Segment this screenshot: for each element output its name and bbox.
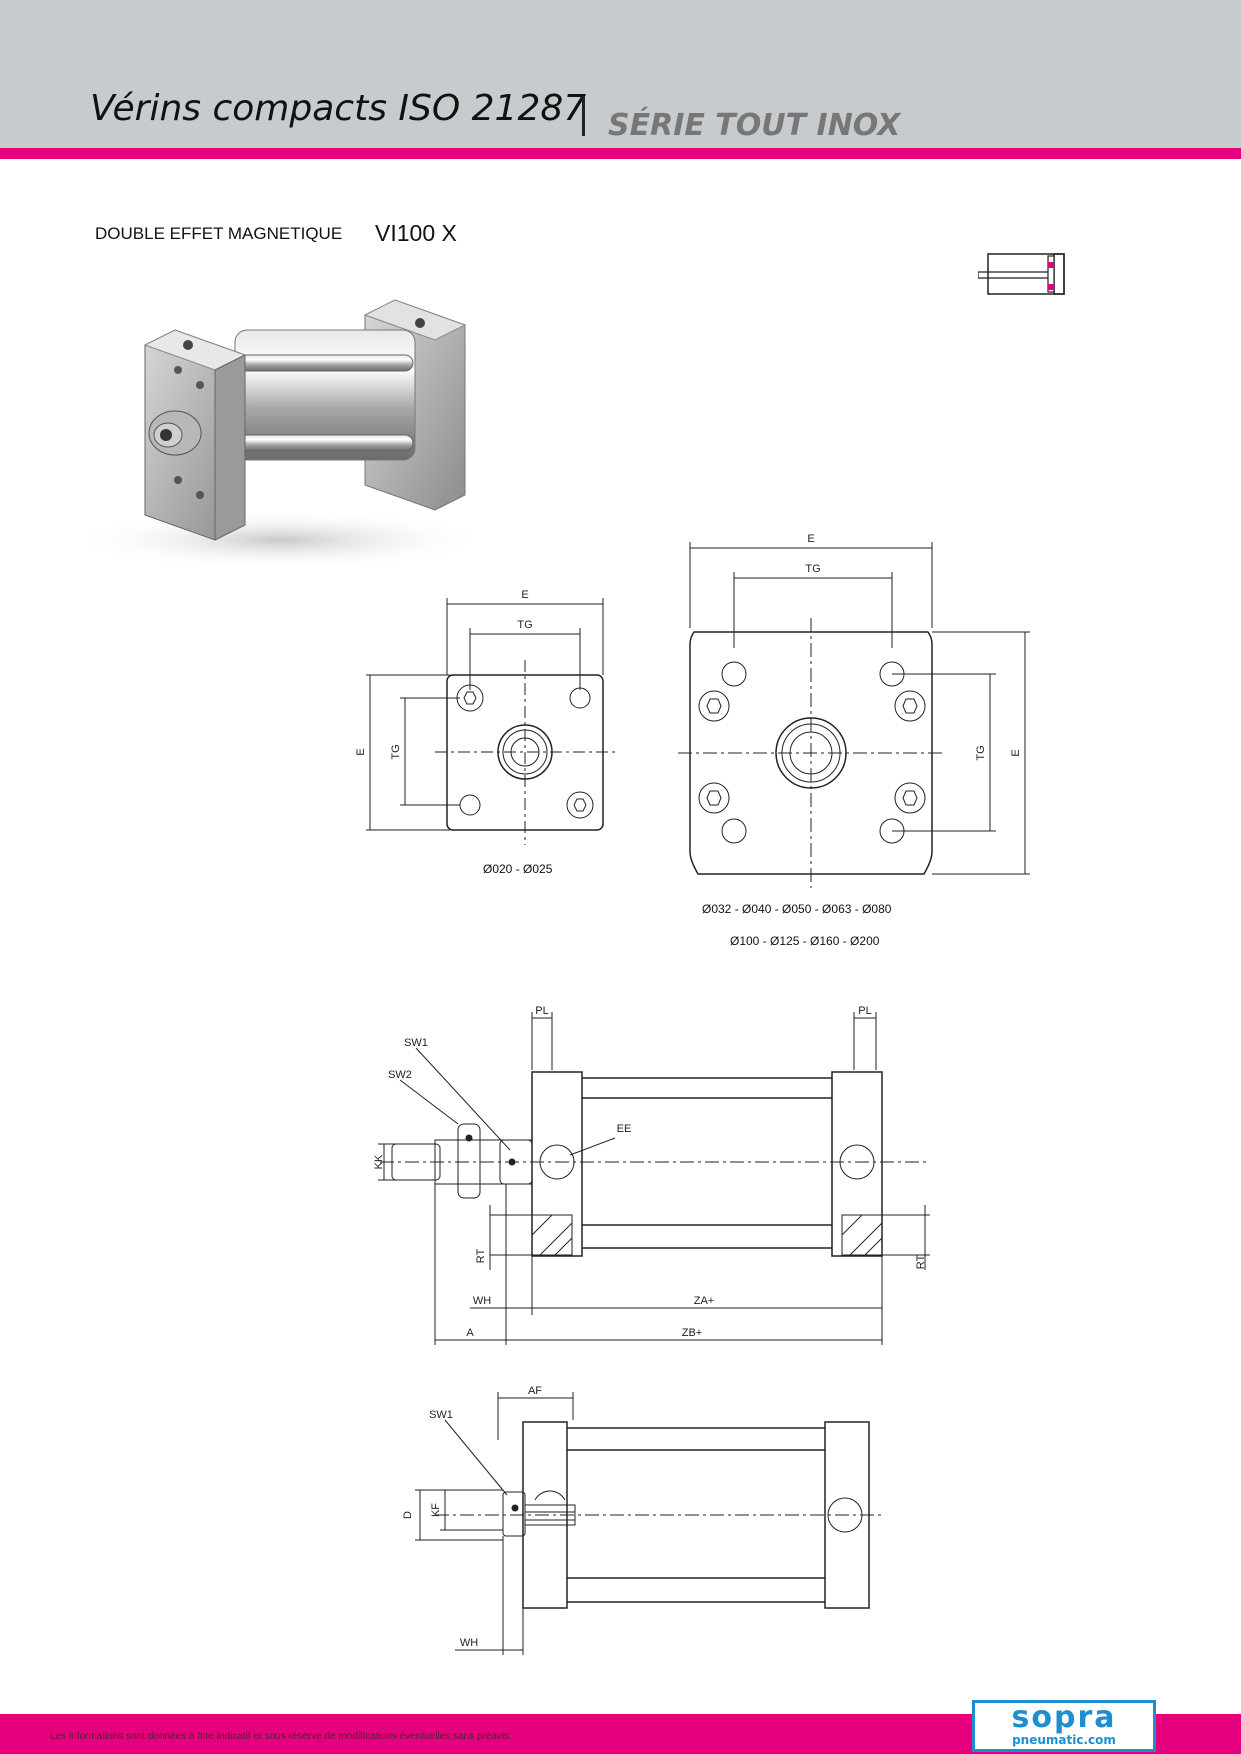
- dim-rt-right: RT: [915, 1254, 927, 1269]
- logo-main: sopra: [1011, 1700, 1117, 1735]
- dim-pl-right: PL: [858, 1005, 871, 1017]
- front-view-small: E TG E TG: [355, 589, 615, 845]
- label-sw1-female: SW1: [429, 1409, 453, 1421]
- dim-kf: KF: [430, 1503, 442, 1517]
- label-sw1: SW1: [404, 1037, 428, 1049]
- dim-za: ZA+: [694, 1295, 714, 1307]
- dim-e-right-large: E: [1010, 749, 1022, 756]
- dim-tg-top-large: TG: [805, 563, 820, 575]
- label-ee: EE: [617, 1123, 632, 1135]
- page-title: Vérins compacts ISO 21287: [90, 88, 587, 129]
- dim-e-top: E: [521, 589, 528, 601]
- side-view-female-rod: AF SW1 D KF WH: [402, 1385, 885, 1655]
- dim-wh: WH: [473, 1295, 491, 1307]
- dim-tg-left: TG: [390, 744, 402, 759]
- footer-disclaimer: Les informations sont données à titre in…: [50, 1731, 512, 1742]
- sopra-logo: sopra pneumatic.com: [972, 1700, 1156, 1752]
- dim-d: D: [402, 1511, 414, 1519]
- product-label: DOUBLE EFFET MAGNETIQUE: [95, 224, 343, 243]
- caption-large-2: Ø100 - Ø125 - Ø160 - Ø200: [730, 934, 880, 948]
- dim-kk: KK: [373, 1154, 385, 1169]
- accent-bar: [0, 148, 1241, 159]
- dim-zb: ZB+: [682, 1327, 702, 1339]
- dim-tg-right-large: TG: [975, 745, 987, 760]
- label-sw2: SW2: [388, 1069, 412, 1081]
- side-view-male-rod: PL PL SW1 SW2 EE KK RT RT WH ZA+ A ZB+: [373, 1005, 930, 1345]
- dim-af: AF: [528, 1385, 542, 1397]
- dim-e-left: E: [355, 748, 367, 755]
- dim-a: A: [466, 1327, 474, 1339]
- dim-e-top-large: E: [807, 533, 814, 545]
- cylinder-photo: [70, 299, 490, 570]
- dim-tg-top: TG: [517, 619, 532, 631]
- caption-large-1: Ø032 - Ø040 - Ø050 - Ø063 - Ø080: [702, 902, 892, 916]
- product-code: VI100 X: [375, 220, 457, 246]
- front-view-large: E TG TG E: [678, 533, 1030, 888]
- caption-small: Ø020 - Ø025: [483, 862, 553, 876]
- double-acting-cylinder-symbol: [978, 253, 1065, 295]
- dim-rt-left: RT: [475, 1248, 487, 1263]
- dim-pl-left: PL: [535, 1005, 548, 1017]
- page-subtitle: SÉRIE TOUT INOX: [608, 108, 901, 143]
- dim-wh-female: WH: [460, 1637, 478, 1649]
- logo-sub: pneumatic.com: [1012, 1733, 1116, 1747]
- title-separator: [582, 96, 585, 136]
- header-band: [0, 0, 1241, 148]
